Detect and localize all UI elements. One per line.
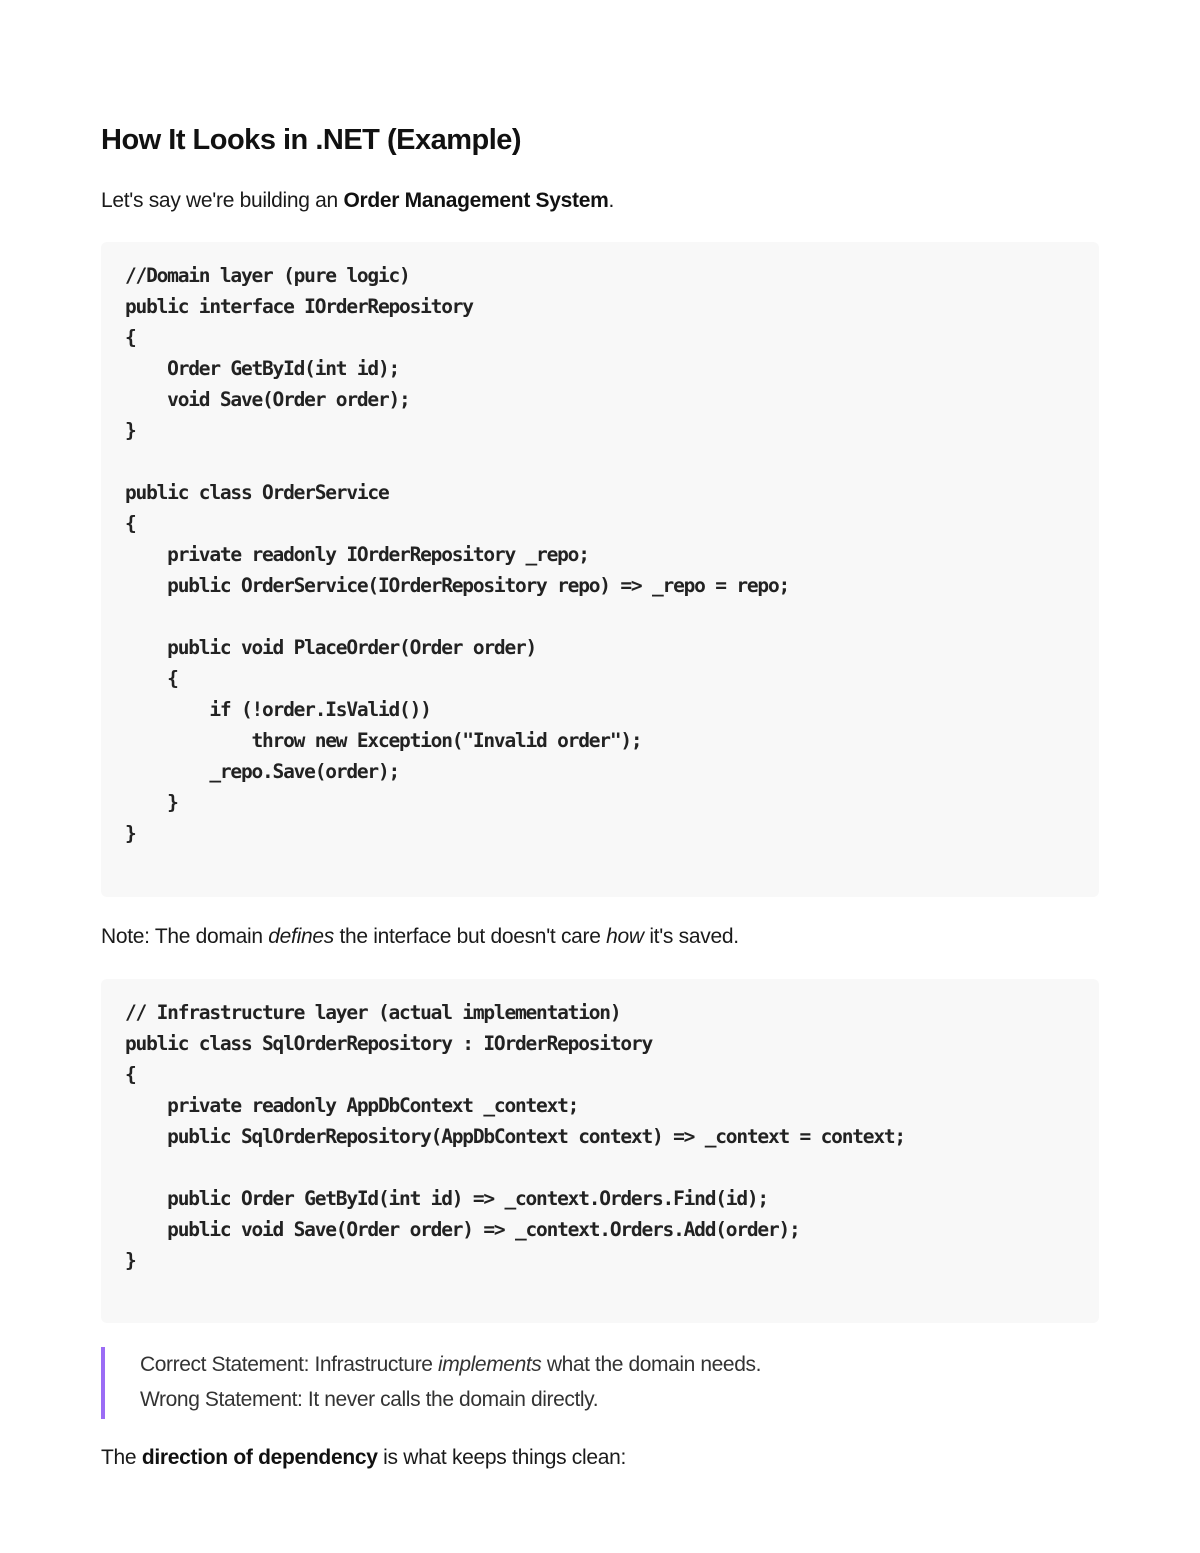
direction-suffix: is what keeps things clean: — [377, 1446, 627, 1469]
blockquote-line-correct: Correct Statement: Infrastructure implem… — [140, 1347, 761, 1382]
direction-prefix: The — [101, 1446, 142, 1469]
code-block-domain[interactable]: //Domain layer (pure logic) public inter… — [101, 242, 1099, 897]
correct-statement-suffix: what the domain needs. — [541, 1353, 762, 1376]
note-paragraph: Note: The domain defines the interface b… — [101, 925, 739, 949]
intro-bold-text: Order Management System — [343, 189, 609, 212]
code-content-infrastructure[interactable]: // Infrastructure layer (actual implemen… — [125, 1001, 906, 1272]
blockquote: Correct Statement: Infrastructure implem… — [101, 1347, 761, 1419]
code-block-infrastructure[interactable]: // Infrastructure layer (actual implemen… — [101, 979, 1099, 1323]
blockquote-line-wrong: Wrong Statement: It never calls the doma… — [140, 1388, 599, 1411]
direction-bold-text: direction of dependency — [141, 1446, 378, 1469]
note-text-3: it's saved. — [643, 925, 739, 948]
note-italic-how: how — [606, 925, 644, 948]
intro-text: Let's say we're building an — [101, 189, 344, 212]
code-content-domain[interactable]: //Domain layer (pure logic) public inter… — [125, 264, 790, 845]
correct-statement-text: Correct Statement: Infrastructure — [140, 1353, 439, 1376]
note-text-1: Note: The domain — [101, 925, 269, 948]
section-heading: How It Looks in .NET (Example) — [101, 124, 522, 156]
intro-suffix: . — [608, 189, 615, 212]
note-italic-defines: defines — [268, 925, 334, 948]
direction-paragraph: The direction of dependency is what keep… — [101, 1446, 626, 1470]
intro-paragraph: Let's say we're building an Order Manage… — [101, 189, 614, 213]
correct-statement-italic: implements — [438, 1353, 542, 1376]
note-text-2: the interface but doesn't care — [333, 925, 607, 948]
